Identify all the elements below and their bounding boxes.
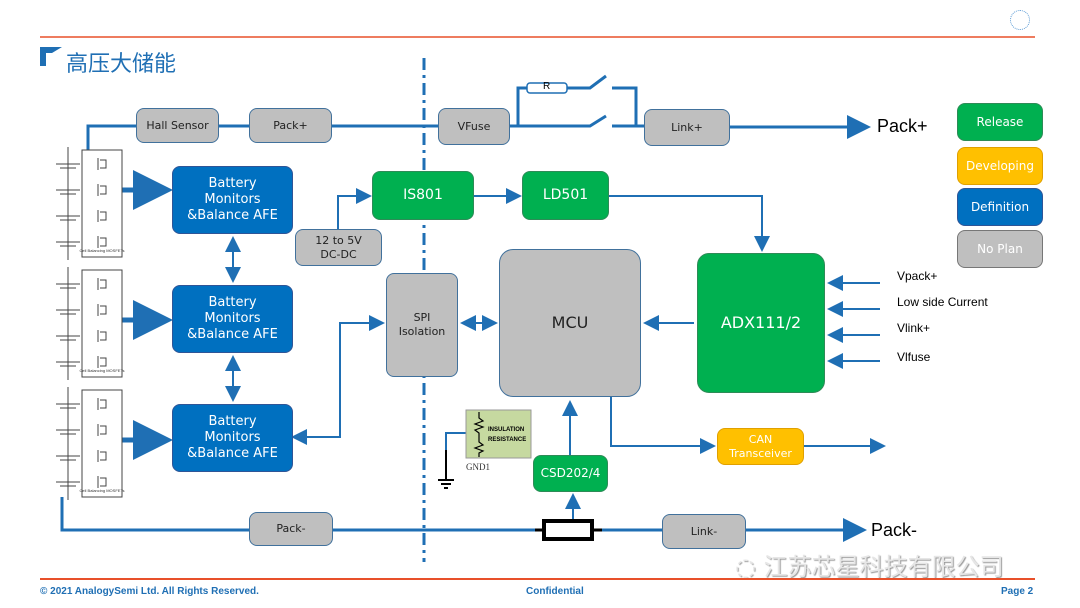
pack-plus-label: Pack+ <box>877 116 928 136</box>
is801-box: IS801 <box>372 171 474 220</box>
cell-balancing-mosfets <box>81 389 123 498</box>
battery-cell-icon <box>56 210 107 222</box>
pack-plus-box: Pack+ <box>249 108 332 143</box>
input-vlfuse: Vlfuse <box>897 350 931 364</box>
title-corner-icon <box>40 47 62 66</box>
watermark: ◌ 江苏芯星科技有限公司 <box>735 553 1004 581</box>
vfuse-box: VFuse <box>438 108 510 145</box>
mcu-box: MCU <box>499 249 641 397</box>
battery-cell-icon <box>56 356 107 368</box>
svg-text:Cell Balancing MOSFETs: Cell Balancing MOSFETs <box>80 368 125 373</box>
battery-cell-icon <box>56 450 107 462</box>
resistor-label: R <box>543 81 551 92</box>
battery-cell-icon <box>56 424 107 436</box>
input-low-side-current: Low side Current <box>897 295 988 309</box>
csd-box: CSD202/4 <box>533 455 608 492</box>
legend-definition: Definition <box>957 188 1043 226</box>
adx-box: ADX111/2 <box>697 253 825 393</box>
pack-minus-box: Pack- <box>249 512 333 546</box>
input-vlink: Vlink+ <box>897 321 931 335</box>
battery-cell-icon <box>56 158 107 170</box>
battery-cell-icon <box>56 304 107 316</box>
link-plus-box: Link+ <box>644 109 730 146</box>
battery-cell-icon <box>56 398 107 410</box>
battery-cell-icon <box>56 330 107 342</box>
hall-sensor-box: Hall Sensor <box>136 108 219 143</box>
footer-confidential: Confidential <box>526 586 584 597</box>
footer-page: Page 2 <box>1001 586 1034 597</box>
legend-developing: Developing <box>957 147 1043 185</box>
precharge-resistor <box>526 82 568 94</box>
link-minus-box: Link- <box>662 514 746 549</box>
shunt-fuse <box>542 519 594 541</box>
footer-copyright: © 2021 AnalogySemi Ltd. All Rights Reser… <box>40 586 259 597</box>
company-logo-icon <box>1010 10 1030 30</box>
page-title: 高压大储能 <box>66 52 177 77</box>
battery-cell-icon <box>56 236 107 248</box>
ground-icon <box>438 450 454 489</box>
svg-text:Cell Balancing MOSFETs: Cell Balancing MOSFETs <box>80 248 125 253</box>
legend-release: Release <box>957 103 1043 141</box>
legend-no-plan: No Plan <box>957 230 1043 268</box>
insulation-resistance-box <box>465 409 532 459</box>
battery-cell-icon <box>56 278 107 290</box>
ld501-box: LD501 <box>522 171 609 220</box>
svg-text:Cell Balancing MOSFETs: Cell Balancing MOSFETs <box>80 488 125 493</box>
battery-cell-icon <box>56 476 107 488</box>
gnd-label: GND1 <box>466 462 490 472</box>
wechat-icon: ◌ <box>735 553 756 581</box>
cell-balancing-mosfets <box>81 149 123 258</box>
footer-rule <box>40 578 1035 580</box>
cell-balancing-mosfets <box>81 269 123 378</box>
battery-cell-icon <box>56 184 107 196</box>
input-vpack: Vpack+ <box>897 269 938 283</box>
pack-minus-label: Pack- <box>871 520 918 540</box>
